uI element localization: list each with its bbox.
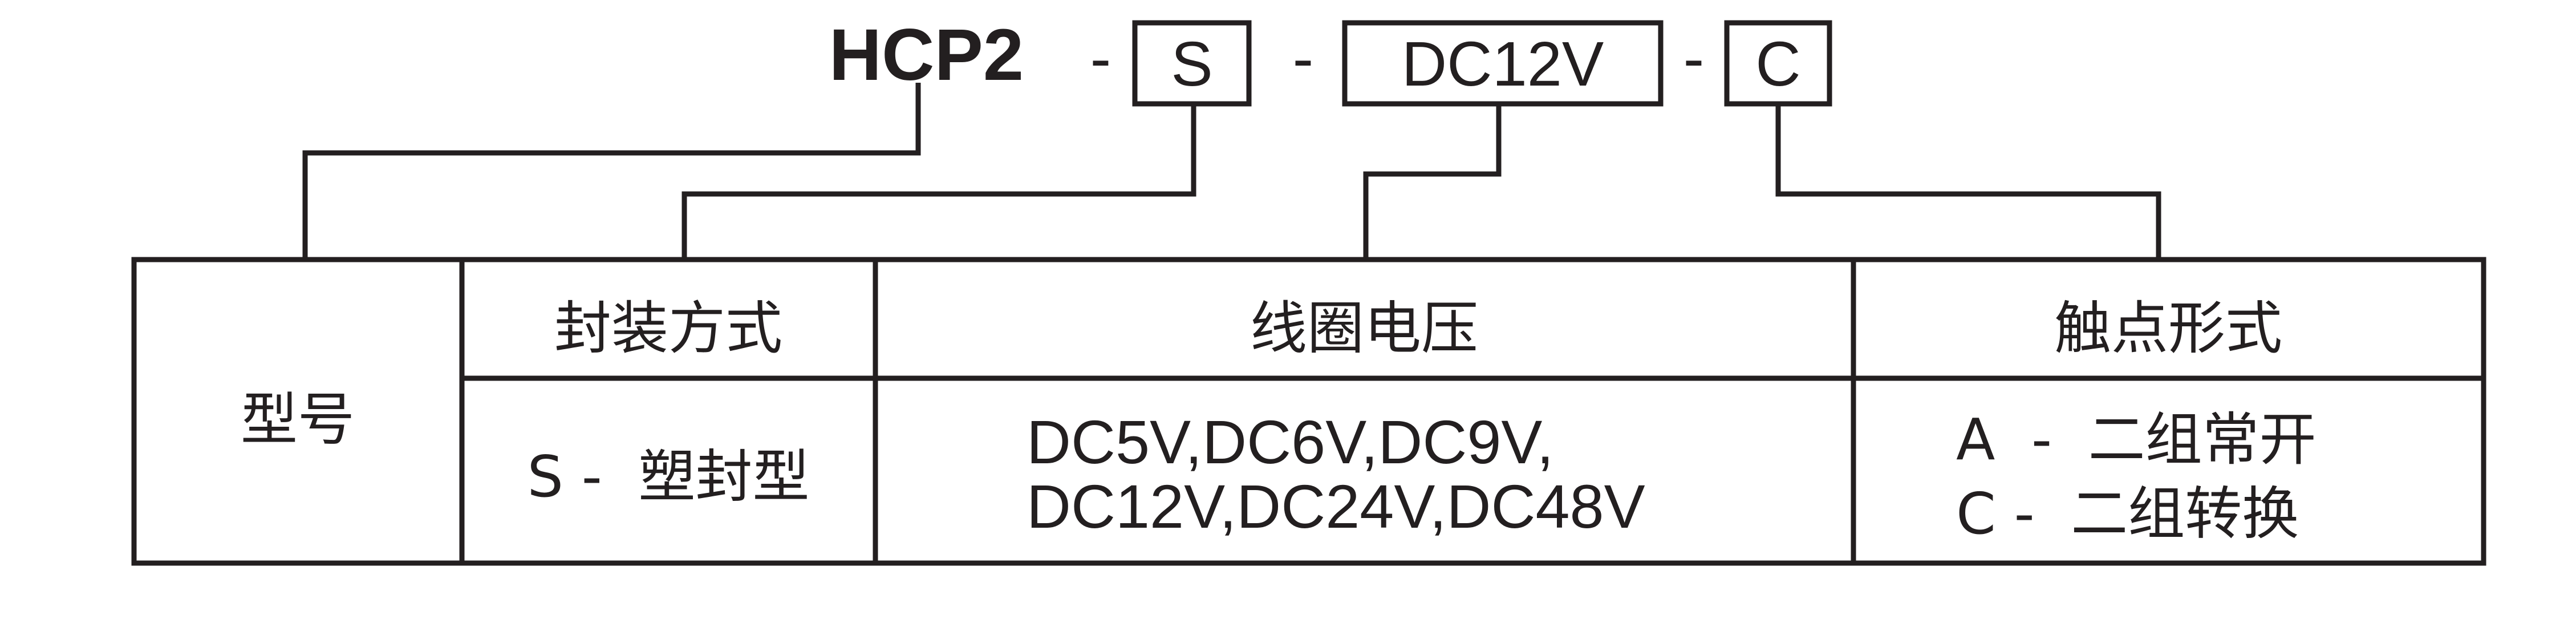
code-dash-2: -: [1293, 23, 1314, 94]
code-box-voltage: [1342, 20, 1664, 107]
connector-voltage: [1363, 104, 1502, 260]
voltage-value-line-2: DC12V,DC24V,DC48V: [1027, 472, 1645, 541]
connector-contact: [1775, 104, 2161, 260]
contact-value-line-1: A - 二组常开: [1956, 406, 2317, 473]
code-dash-3: -: [1683, 23, 1705, 94]
spec-table-border: [131, 257, 2486, 566]
code-voltage-value: DC12V: [1402, 29, 1604, 99]
header-packaging: 封装方式: [554, 295, 782, 362]
model-code: HCP2: [829, 14, 1024, 96]
code-dash-1: -: [1090, 23, 1111, 94]
code-contact-value: C: [1755, 29, 1800, 99]
voltage-value-line-1: DC5V,DC6V,DC9V,: [1027, 407, 1554, 476]
packaging-value: S - 塑封型: [528, 443, 810, 510]
model-label: 型号: [241, 386, 355, 453]
code-packaging-value: S: [1171, 29, 1212, 99]
header-coil-voltage: 线圈电压: [1250, 295, 1478, 362]
header-contact-form: 触点形式: [2054, 295, 2282, 362]
connector-packaging: [681, 104, 1196, 260]
connector-model: [302, 83, 921, 260]
contact-value-line-2: C - 二组转换: [1956, 480, 2299, 547]
